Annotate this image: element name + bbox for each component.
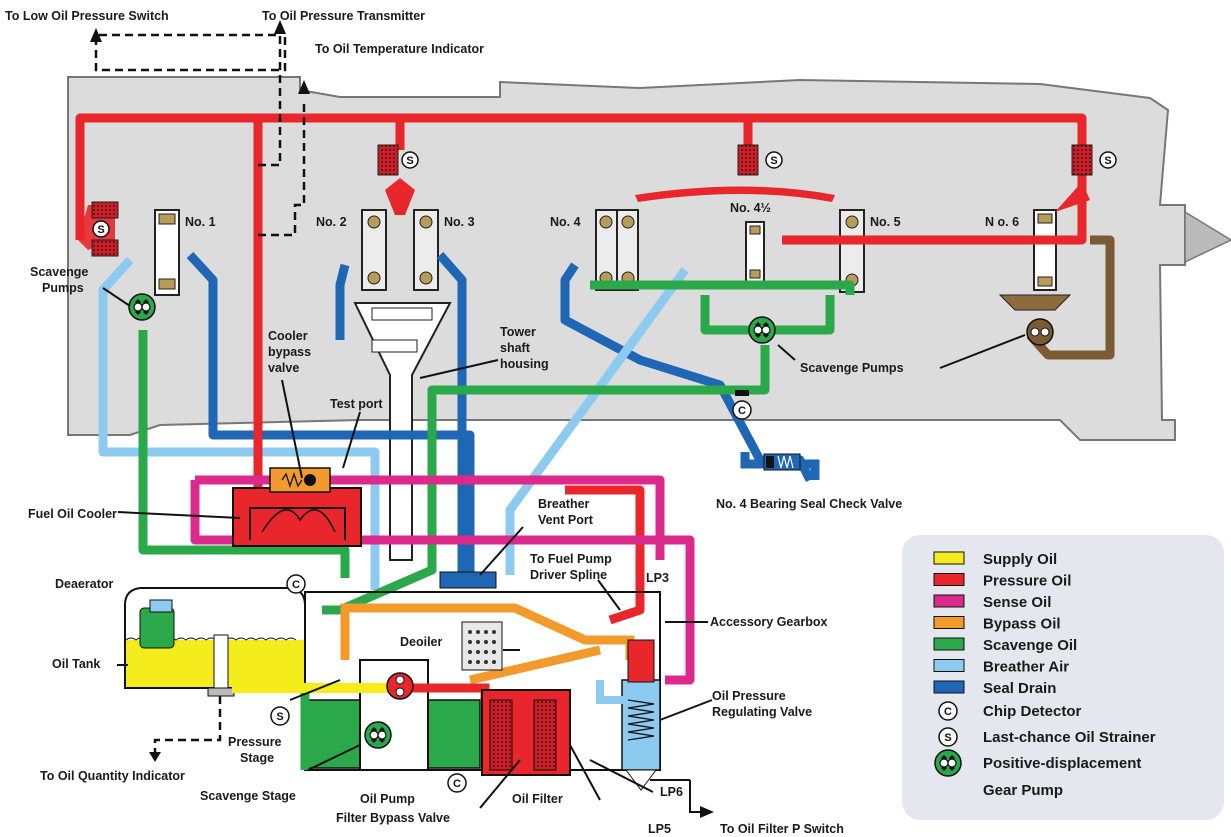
legend-swatch-scavenge: [934, 638, 964, 650]
label-regulating-valve: Oil Pressure: [712, 689, 786, 703]
bearing-no2: [362, 210, 386, 290]
legend-gear-pump-label-2: Gear Pump: [983, 782, 1063, 799]
svg-text:S: S: [406, 155, 413, 167]
legend-label-sense: Sense Oil: [983, 594, 1051, 611]
scavenge-stage-pump: [365, 722, 391, 748]
label-regulating-valve-2: Regulating Valve: [712, 705, 812, 719]
scavenge-pump-right: [749, 317, 775, 343]
label-lp3: LP3: [646, 571, 669, 585]
bearing-no4half: [746, 222, 764, 282]
legend-swatch-supply: [934, 552, 964, 564]
legend-label-scavenge: Scavenge Oil: [983, 637, 1077, 654]
bearing-no6: [1034, 210, 1056, 290]
label-oil-quantity: To Oil Quantity Indicator: [40, 769, 185, 783]
svg-text:S: S: [770, 155, 777, 167]
svg-text:C: C: [944, 706, 952, 718]
label-tower-shaft-3: housing: [500, 357, 549, 371]
svg-text:S: S: [276, 711, 283, 723]
legend-swatch-sense: [934, 595, 964, 607]
label-oil-tank: Oil Tank: [52, 657, 100, 671]
bearing-no3: [414, 210, 438, 290]
bearing-no5: [840, 210, 864, 292]
label-cooler-bypass-3: valve: [268, 361, 299, 375]
label-lp6: LP6: [660, 785, 683, 799]
bearing-no1: [155, 210, 179, 295]
label-scavenge-stage: Scavenge Stage: [200, 789, 296, 803]
svg-text:C: C: [738, 405, 746, 417]
legend-label-drain: Seal Drain: [983, 680, 1056, 697]
deoiler: [462, 622, 502, 670]
label-breather-vent: Breather: [538, 497, 590, 511]
label-accessory-gearbox: Accessory Gearbox: [710, 615, 827, 629]
label-fuel-pump-spline: To Fuel Pump: [530, 552, 612, 566]
scavenge-pump-left: [129, 294, 155, 320]
label-low-oil-pressure-switch: To Low Oil Pressure Switch: [5, 9, 169, 23]
label-scavenge-pumps-left-2: Pumps: [42, 281, 84, 295]
label-oil-pump: Oil Pump: [360, 792, 415, 806]
legend-swatch-breather: [934, 660, 964, 672]
strainer-tank-outlet: S: [271, 707, 289, 725]
label-test-port: Test port: [330, 397, 383, 411]
svg-text:S: S: [1104, 155, 1111, 167]
pressure-regulating-valve: [600, 640, 660, 790]
label-tower-shaft-2: shaft: [500, 341, 531, 355]
label-pressure-stage: Pressure: [228, 735, 282, 749]
label-no2: No. 2: [316, 215, 347, 229]
legend-strainer-label: Last-chance Oil Strainer: [983, 729, 1156, 746]
legend-swatch-drain: [934, 681, 964, 693]
label-cooler-bypass-2: bypass: [268, 345, 311, 359]
svg-text:S: S: [97, 224, 104, 236]
legend-label-bypass: Bypass Oil: [983, 616, 1061, 633]
label-pressure-stage-2: Stage: [240, 751, 274, 765]
label-no5: No. 5: [870, 215, 901, 229]
svg-text:S: S: [944, 732, 951, 744]
label-check-valve: No. 4 Bearing Seal Check Valve: [716, 497, 902, 511]
chip-detector-gearbox: C: [453, 778, 461, 790]
label-filter-bypass: Filter Bypass Valve: [336, 811, 450, 825]
label-oil-pressure-transmitter: To Oil Pressure Transmitter: [262, 9, 425, 23]
chip-detector-engine: C: [733, 390, 751, 419]
label-scavenge-pumps-left: Scavenge: [30, 265, 88, 279]
label-tower-shaft: Tower: [500, 325, 536, 339]
pressure-pump: [387, 673, 413, 699]
legend-gear-pump-label: Positive-displacement: [983, 755, 1141, 772]
bearing-no4: [596, 210, 638, 290]
legend-swatch-pressure: [934, 574, 964, 586]
legend-label-pressure: Pressure Oil: [983, 573, 1071, 590]
label-cooler-bypass: Cooler: [268, 329, 308, 343]
label-lp5: LP5: [648, 822, 671, 836]
label-no4half: No. 4½: [730, 201, 771, 215]
label-no4: No. 4: [550, 215, 581, 229]
label-deaerator: Deaerator: [55, 577, 113, 591]
legend: Supply OilPressure OilSense OilBypass Oi…: [902, 535, 1224, 820]
label-fuel-oil-cooler: Fuel Oil Cooler: [28, 507, 117, 521]
engine-cone: [1185, 212, 1231, 262]
label-oil-filter: Oil Filter: [512, 792, 563, 806]
label-fuel-pump-spline-2: Driver Spline: [530, 568, 607, 582]
svg-text:C: C: [292, 579, 300, 591]
label-deoiler: Deoiler: [400, 635, 443, 649]
oil-tank: C: [125, 575, 305, 696]
legend-label-supply: Supply Oil: [983, 551, 1057, 568]
legend-label-breather: Breather Air: [983, 659, 1069, 676]
label-breather-vent-2: Vent Port: [538, 513, 594, 527]
label-filter-switch: To Oil Filter P Switch: [720, 822, 844, 836]
label-scavenge-pumps-right: Scavenge Pumps: [800, 361, 904, 375]
label-no1: No. 1: [185, 215, 216, 229]
legend-chip-detector-label: Chip Detector: [983, 703, 1082, 720]
label-oil-temperature-indicator: To Oil Temperature Indicator: [315, 42, 484, 56]
label-no3: No. 3: [444, 215, 475, 229]
legend-swatch-bypass: [934, 617, 964, 629]
oil-filter: [482, 690, 570, 775]
label-no6: N o. 6: [985, 215, 1019, 229]
